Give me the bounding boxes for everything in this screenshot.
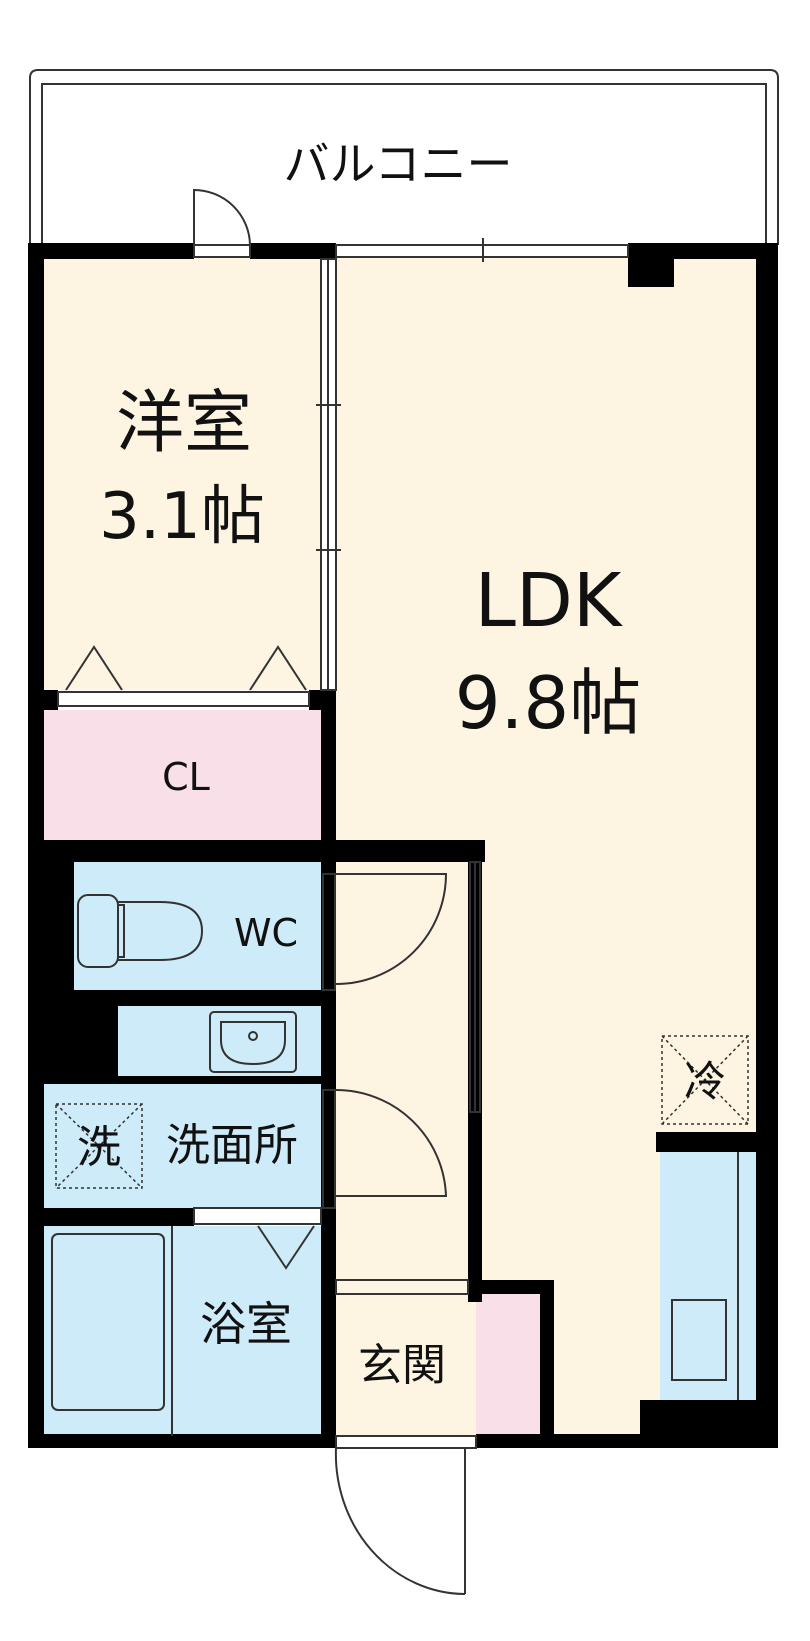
- ldk-size: 9.8帖: [455, 661, 642, 745]
- balcony-door-swing: [193, 188, 251, 246]
- western-room-size: 3.1帖: [99, 480, 265, 554]
- fridge-space-box: [661, 1035, 749, 1125]
- bathroom-label: 浴室: [200, 1297, 292, 1351]
- vanity-floor: [118, 1006, 321, 1078]
- kitchen-sink: [671, 1299, 727, 1381]
- walls: [28, 243, 778, 1448]
- ldk-name: LDK: [475, 558, 624, 644]
- balcony-label: バルコニー: [283, 137, 512, 191]
- closet-door: [57, 691, 310, 707]
- shoe-box: [476, 1294, 540, 1436]
- entrance-floor: [336, 1294, 476, 1436]
- thin-lines: [51, 188, 749, 1595]
- entrance-step: [335, 1279, 469, 1295]
- washroom-door: [322, 1089, 336, 1209]
- toilet-floor: [74, 862, 321, 990]
- bathtub: [51, 1233, 165, 1411]
- toilet-label: WC: [234, 911, 298, 955]
- western-room-floor: [44, 258, 321, 690]
- bathroom-floor: [44, 1226, 321, 1436]
- toilet-door: [322, 873, 336, 991]
- bathroom-door: [193, 1207, 322, 1225]
- balcony-door: [193, 244, 251, 258]
- balcony: [29, 69, 779, 245]
- western-room-name: 洋室: [116, 384, 252, 463]
- toilet-fixture: [77, 894, 204, 968]
- sink-fixture: [209, 1011, 297, 1073]
- washer-space-box: [55, 1103, 143, 1189]
- washroom-label: 洗面所: [166, 1120, 298, 1171]
- kitchen-counter: [660, 1152, 756, 1402]
- entrance-label: 玄関: [358, 1340, 446, 1391]
- front-door: [335, 1435, 477, 1449]
- closet-floor: [44, 710, 321, 840]
- washroom-floor: [44, 1076, 321, 1208]
- closet-label: CL: [162, 755, 210, 799]
- front-door-swing: [334, 1447, 466, 1595]
- washer-space-label: 洗: [77, 1122, 121, 1173]
- fridge-space-label: 冷: [684, 1057, 726, 1106]
